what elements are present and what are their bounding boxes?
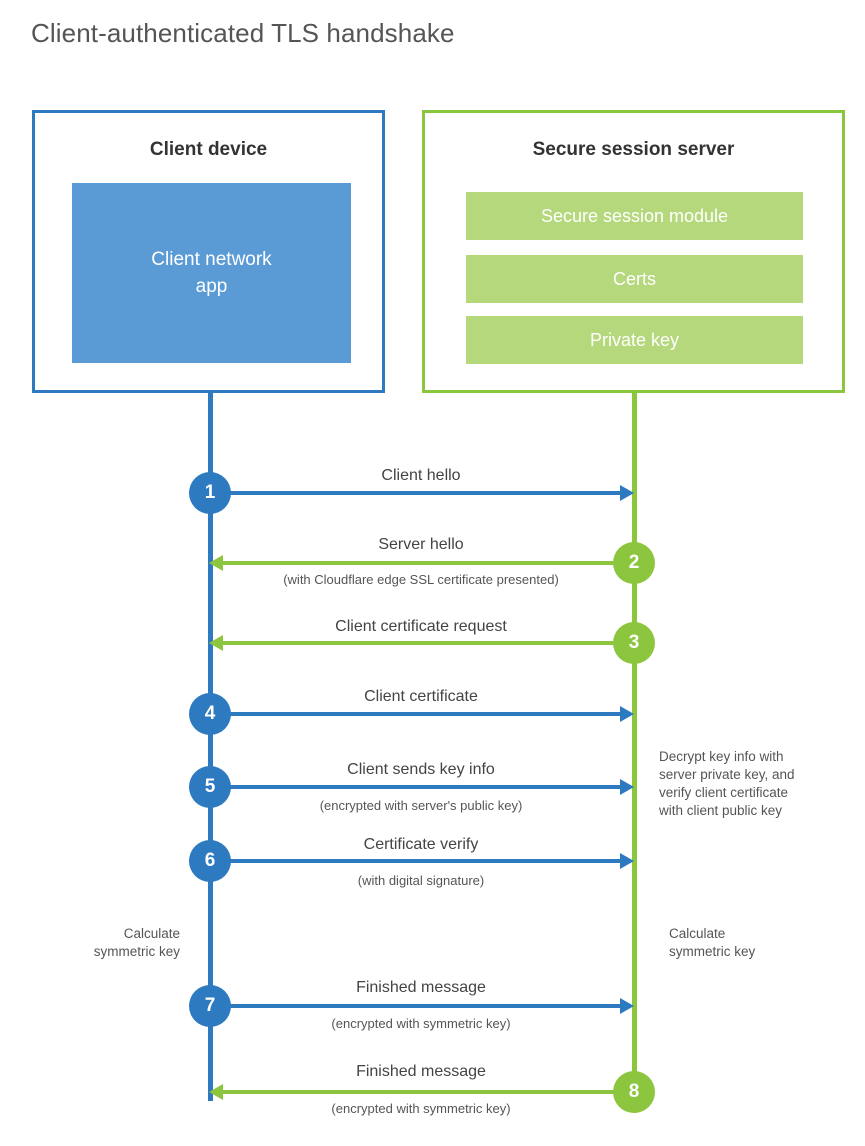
- step-2-arrow-line: [222, 561, 634, 565]
- step-1-arrowhead-icon: [620, 485, 634, 501]
- step-8-sublabel: (encrypted with symmetric key): [331, 1101, 511, 1116]
- step-5-sublabel: (encrypted with server's public key): [319, 798, 523, 813]
- step-4-label: Client certificate: [364, 688, 478, 705]
- server-calculate-symmetric-key-note: Calculate symmetric key: [669, 925, 819, 961]
- step-badge-3[interactable]: 3: [613, 622, 655, 664]
- step-3-label: Client certificate request: [335, 618, 507, 635]
- step-3-arrowhead-icon: [209, 635, 223, 651]
- step-badge-1[interactable]: 1: [189, 472, 231, 514]
- step-1-label: Client hello: [381, 467, 461, 484]
- step-number: 7: [204, 995, 216, 1016]
- step-number: 2: [628, 552, 640, 573]
- step-2-sublabel: (with Cloudflare edge SSL certificate pr…: [283, 572, 559, 587]
- step-5-arrowhead-icon: [620, 779, 634, 795]
- secure-session-server-box: Secure session server Secure session mod…: [422, 110, 845, 393]
- server-bar-label: Secure session module: [540, 205, 729, 226]
- client-lifeline: [208, 392, 213, 1101]
- step-6-label: Certificate verify: [363, 836, 479, 853]
- step-badge-7[interactable]: 7: [189, 985, 231, 1027]
- step-badge-5[interactable]: 5: [189, 766, 231, 808]
- step-7-arrowhead-icon: [620, 998, 634, 1014]
- step-number: 3: [628, 632, 640, 653]
- client-device-box: Client device Client network app: [32, 110, 385, 393]
- step-2-label: Server hello: [378, 536, 464, 553]
- server-bar-secure-session-module: Secure session module: [466, 192, 803, 240]
- step-8-arrowhead-icon: [209, 1084, 223, 1100]
- page-title: Client-authenticated TLS handshake: [31, 18, 455, 48]
- step-5-arrow-line: [210, 785, 622, 789]
- step-6-arrow-line: [210, 859, 622, 863]
- step-number: 4: [204, 703, 216, 724]
- step-6-sublabel: (with digital signature): [357, 873, 485, 888]
- step-7-sublabel: (encrypted with symmetric key): [331, 1016, 511, 1031]
- client-calculate-symmetric-key-note: Calculate symmetric key: [50, 925, 180, 961]
- server-bar-private-key: Private key: [466, 316, 803, 364]
- server-decrypt-note: Decrypt key info with server private key…: [659, 748, 859, 820]
- step-8-arrow-line: [222, 1090, 634, 1094]
- step-7-label: Finished message: [356, 979, 486, 996]
- step-badge-8[interactable]: 8: [613, 1071, 655, 1113]
- client-network-app-block: Client network app: [72, 183, 351, 363]
- step-number: 8: [628, 1081, 640, 1102]
- server-lifeline: [632, 392, 637, 1092]
- step-5-label: Client sends key info: [347, 761, 495, 778]
- step-badge-6[interactable]: 6: [189, 840, 231, 882]
- step-1-arrow-line: [210, 491, 622, 495]
- step-2-arrowhead-icon: [209, 555, 223, 571]
- server-decrypt-note-text: Decrypt key info with server private key…: [659, 749, 795, 818]
- server-bar-label: Certs: [612, 268, 656, 289]
- server-bar-certs: Certs: [466, 255, 803, 303]
- step-8-label: Finished message: [356, 1063, 486, 1080]
- step-number: 1: [204, 482, 216, 503]
- step-6-arrowhead-icon: [620, 853, 634, 869]
- step-3-arrow-line: [222, 641, 634, 645]
- step-4-arrowhead-icon: [620, 706, 634, 722]
- server-calculate-symmetric-key-text: Calculate symmetric key: [669, 926, 756, 959]
- client-device-title: Client device: [149, 139, 268, 160]
- server-bar-label: Private key: [589, 329, 680, 350]
- client-calculate-symmetric-key-text: Calculate symmetric key: [93, 926, 180, 959]
- step-number: 5: [204, 776, 216, 797]
- client-network-app-label: Client network app: [151, 249, 272, 297]
- step-4-arrow-line: [210, 712, 622, 716]
- step-number: 6: [204, 850, 216, 871]
- step-7-arrow-line: [210, 1004, 622, 1008]
- step-badge-4[interactable]: 4: [189, 693, 231, 735]
- step-badge-2[interactable]: 2: [613, 542, 655, 584]
- secure-session-server-title: Secure session server: [532, 139, 735, 160]
